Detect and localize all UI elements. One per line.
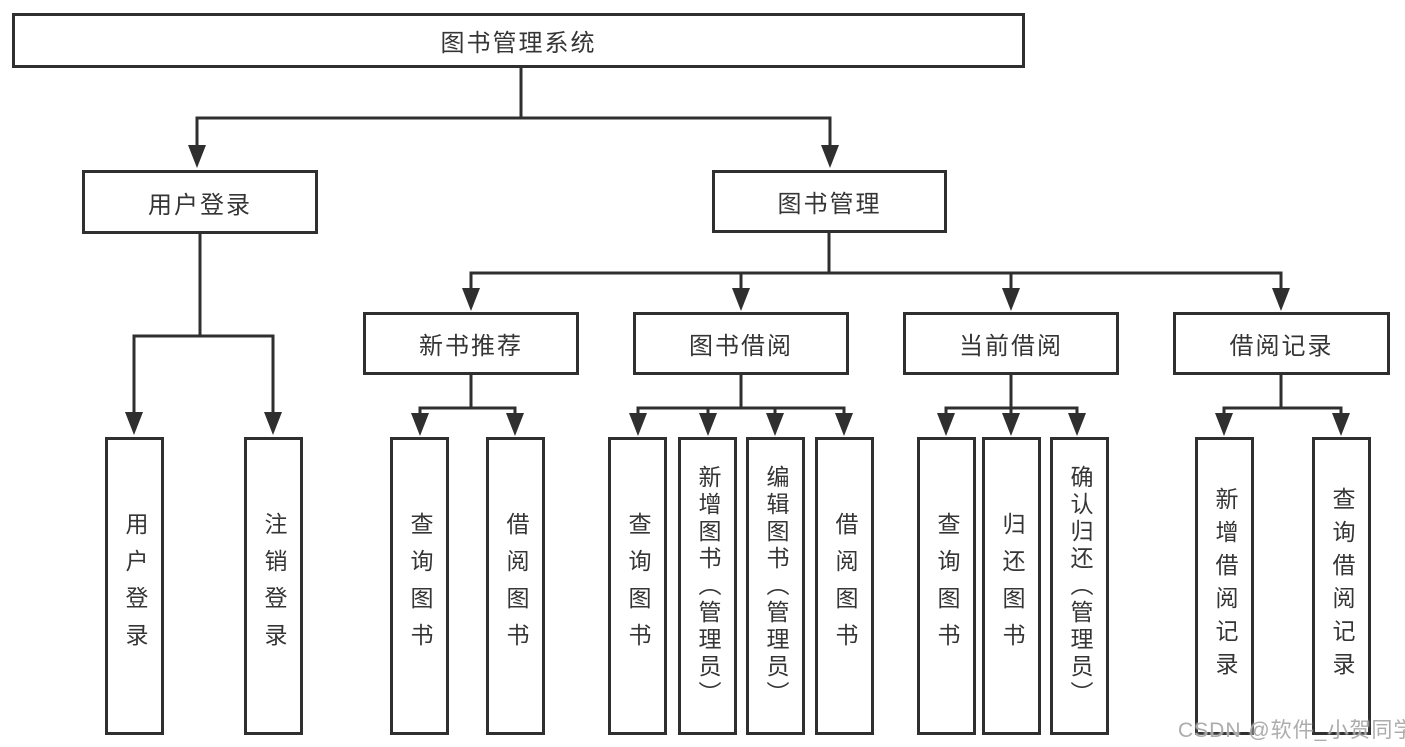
leaf-borrow-borrow-books-label: 借阅图书: [832, 512, 858, 660]
connector-current-to-leaves: [937, 373, 1086, 436]
leaf-records-query-record-label: 查询借阅记录: [1329, 487, 1355, 685]
leaf-user-login: 用户登录: [105, 437, 164, 735]
node-root: 图书管理系统: [12, 13, 1025, 68]
node-book-management-label: 图书管理: [777, 191, 882, 218]
leaf-current-confirm-return-admin-label: 确认归还（管理员）: [1067, 464, 1093, 708]
leaf-logout-label: 注销登录: [261, 512, 287, 660]
node-current-borrow-label: 当前借阅: [959, 333, 1063, 360]
leaf-borrow-edit-books-admin-label: 编辑图书（管理员）: [763, 464, 789, 708]
leaf-current-query-books: 查询图书: [917, 437, 976, 735]
leaf-borrow-edit-books-admin: 编辑图书（管理员）: [746, 437, 805, 735]
connector-borrow-to-leaves: [629, 373, 853, 436]
leaf-records-add-record-label: 新增借阅记录: [1212, 487, 1238, 685]
node-book-borrow-label: 图书借阅: [689, 333, 793, 360]
node-current-borrow: 当前借阅: [903, 312, 1119, 375]
leaf-recommend-query-books: 查询图书: [390, 437, 449, 735]
leaf-user-login-label: 用户登录: [122, 512, 148, 660]
leaf-current-query-books-label: 查询图书: [934, 512, 960, 660]
node-root-label: 图书管理系统: [440, 30, 597, 57]
node-book-borrow: 图书借阅: [633, 312, 849, 375]
node-borrow-records: 借阅记录: [1173, 312, 1390, 375]
connector-login-to-leaves: [125, 232, 282, 435]
leaf-records-add-record: 新增借阅记录: [1195, 437, 1254, 735]
leaf-borrow-query-books: 查询图书: [608, 437, 667, 735]
leaf-records-query-record: 查询借阅记录: [1312, 437, 1371, 735]
leaf-borrow-add-books-admin-label: 新增图书（管理员）: [695, 464, 721, 708]
node-user-login-label: 用户登录: [148, 191, 252, 219]
leaf-recommend-borrow-books: 借阅图书: [486, 437, 545, 735]
leaf-borrow-query-books-label: 查询图书: [625, 512, 651, 660]
connector-root-to-level2: [188, 66, 839, 168]
csdn-watermark: CSDN @软件_小贺同学: [1178, 719, 1405, 742]
node-book-management: 图书管理: [712, 170, 947, 233]
leaf-current-confirm-return-admin: 确认归还（管理员）: [1050, 437, 1109, 735]
node-user-login: 用户登录: [82, 170, 318, 234]
leaf-recommend-query-books-label: 查询图书: [407, 512, 433, 660]
leaf-current-return-books-label: 归还图书: [999, 512, 1025, 660]
leaf-borrow-add-books-admin: 新增图书（管理员）: [678, 437, 737, 735]
node-borrow-records-label: 借阅记录: [1229, 333, 1334, 360]
node-new-book-recommend: 新书推荐: [363, 312, 579, 375]
connector-mgmt-to-level3: [462, 232, 1290, 311]
leaf-recommend-borrow-books-label: 借阅图书: [503, 512, 529, 660]
node-new-book-recommend-label: 新书推荐: [419, 333, 523, 360]
leaf-borrow-borrow-books: 借阅图书: [815, 437, 874, 735]
leaf-logout: 注销登录: [244, 437, 303, 735]
connector-recommend-to-leaves: [411, 373, 524, 436]
leaf-current-return-books: 归还图书: [982, 437, 1041, 735]
connector-records-to-leaves: [1215, 373, 1350, 436]
